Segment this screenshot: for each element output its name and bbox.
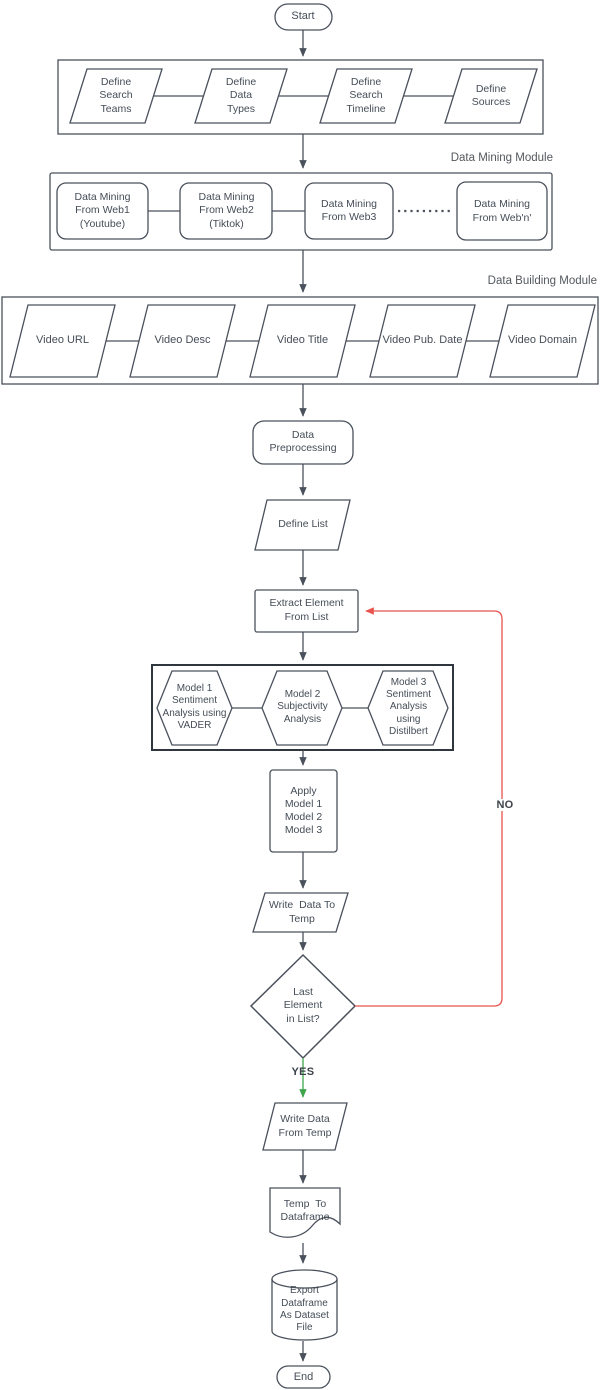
node-extract-element (254, 589, 359, 633)
decision-last-element (249, 953, 357, 1060)
node-data-preprocessing (252, 420, 354, 465)
parallelogram-video-title (249, 304, 356, 378)
parallelogram-video-desc (129, 304, 236, 378)
node-mining-web3 (304, 182, 394, 240)
hexagon-model-1 (156, 670, 233, 746)
document-temp-to-dataframe (269, 1187, 341, 1238)
cylinder-export-dataframe (271, 1279, 338, 1341)
parallelogram-define-data-types (194, 68, 288, 124)
parallelogram-define-list (254, 499, 351, 551)
parallelogram-define-sources (444, 68, 538, 124)
cylinder-top-rim (271, 1269, 338, 1289)
parallelogram-write-data-to-temp (252, 892, 349, 933)
parallelogram-define-search-teams (69, 68, 163, 124)
building-module-title: Data Building Module (487, 275, 597, 287)
parallelogram-define-search-timeline (319, 68, 413, 124)
node-apply-models (269, 769, 338, 853)
parallelogram-video-pub-date (369, 304, 476, 378)
node-mining-webn (456, 181, 548, 241)
parallelogram-video-domain (489, 304, 596, 378)
mining-module-title: Data Mining Module (450, 152, 553, 164)
hexagon-model-3 (367, 670, 449, 746)
parallelogram-write-data-from-temp (262, 1102, 348, 1151)
node-mining-web1 (56, 182, 149, 240)
label-branch-no: NO (490, 799, 520, 811)
node-mining-web2 (179, 182, 273, 240)
hexagon-model-2 (261, 670, 343, 746)
end-terminator (276, 1365, 331, 1389)
label-branch-yes: YES (291, 1066, 315, 1078)
parallelogram-video-url (9, 304, 116, 378)
start-terminator (274, 3, 333, 31)
